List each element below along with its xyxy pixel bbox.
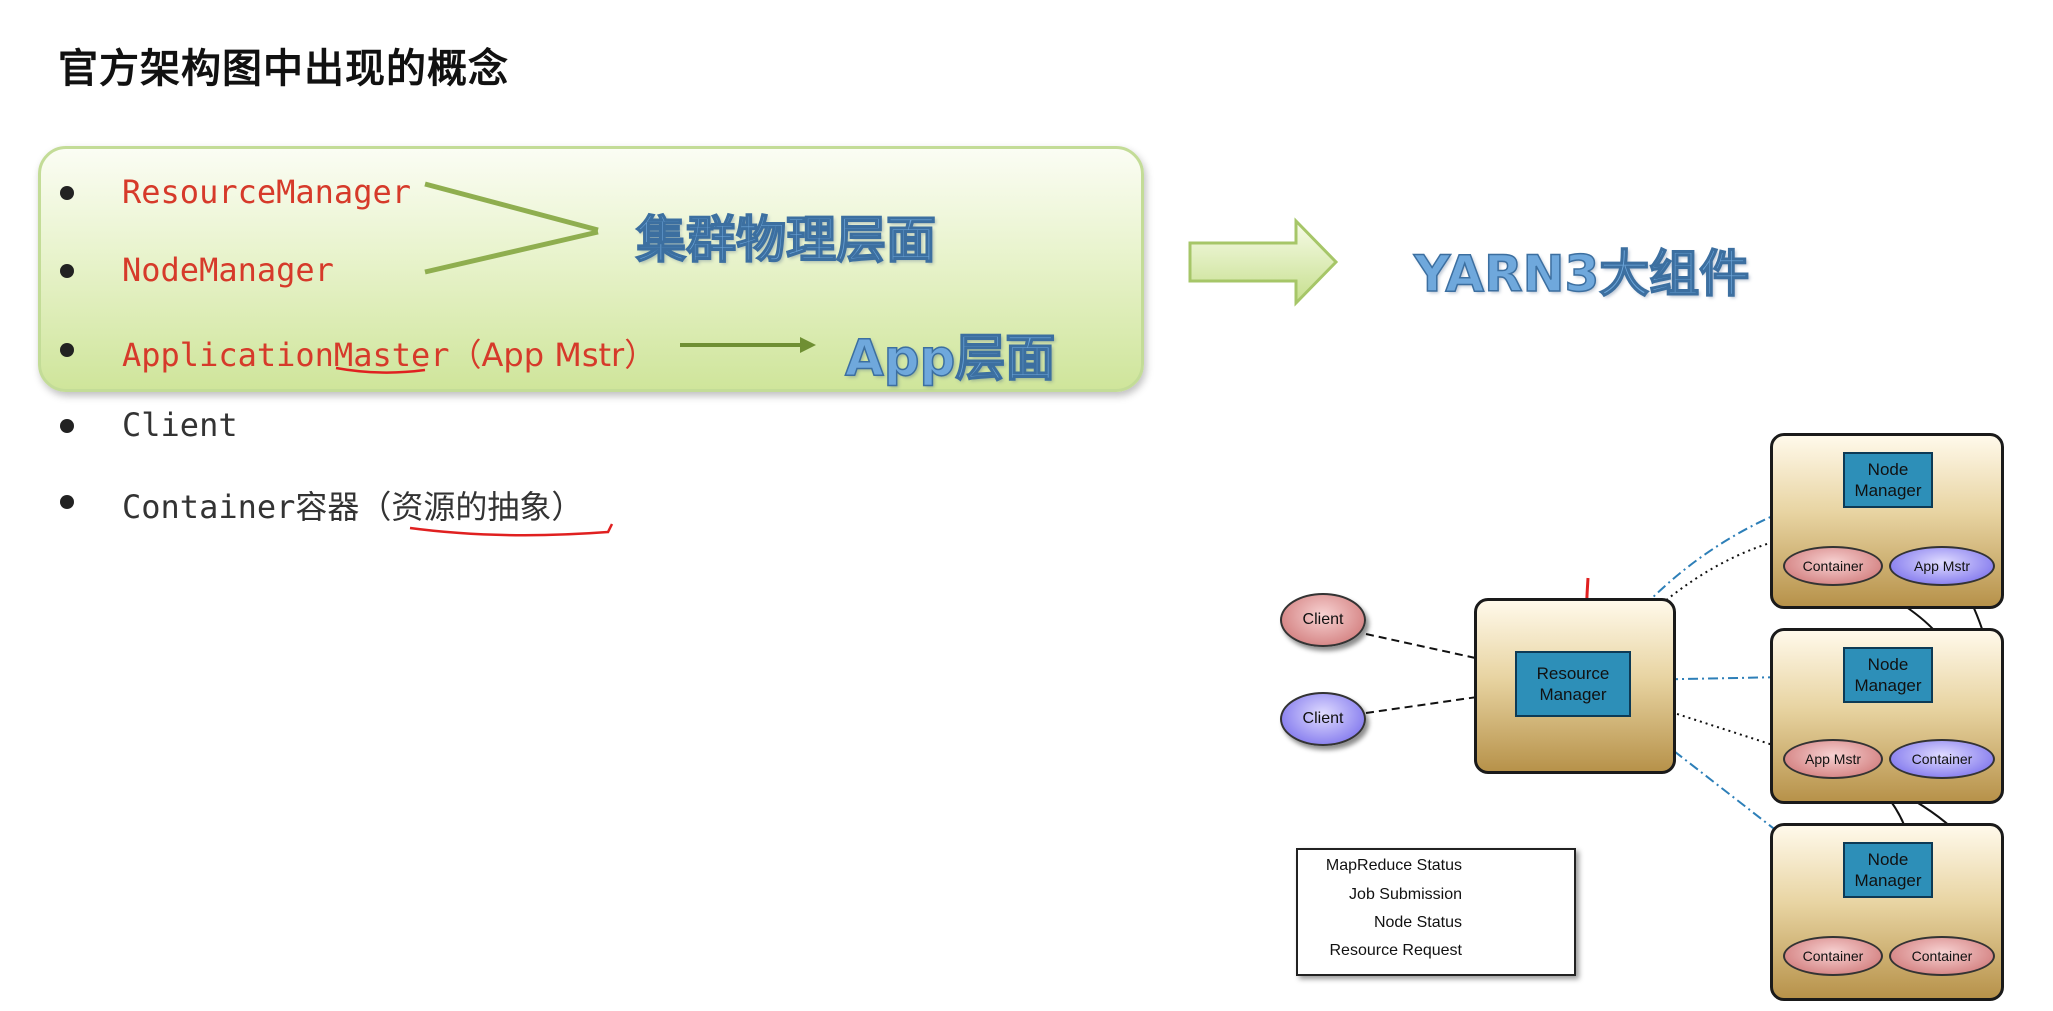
container-ellipse: Container bbox=[1783, 546, 1883, 586]
node-manager-box: Node Manager Container Container bbox=[1770, 823, 2004, 1001]
node-manager-inner: Node Manager bbox=[1843, 842, 1933, 898]
diagram-legend: MapReduce Status Job Submission Node Sta… bbox=[1296, 848, 1576, 976]
node-manager-label: Node Manager bbox=[1854, 460, 1922, 500]
concept-container: Container容器（资源的抽象） bbox=[122, 488, 584, 526]
concept-application-master: ApplicationMaster（App Mstr） bbox=[122, 336, 657, 374]
app-master-ellipse: App Mstr bbox=[1783, 739, 1883, 779]
bullet-dot bbox=[60, 264, 74, 278]
converge-arrow-line bbox=[424, 229, 599, 275]
red-underline-resource bbox=[409, 523, 614, 537]
node-manager-box: Node Manager App Mstr Container bbox=[1770, 628, 2004, 804]
legend-label: Job Submission bbox=[1349, 886, 1462, 903]
resource-manager-box: Resource Manager bbox=[1474, 598, 1676, 774]
node-manager-label: Node Manager bbox=[1854, 655, 1922, 695]
app-layer-label: App层面 bbox=[844, 328, 1056, 388]
app-arrow-head bbox=[800, 337, 816, 353]
container-ellipse: Container bbox=[1889, 739, 1995, 779]
node-manager-label: Node Manager bbox=[1854, 850, 1922, 890]
resource-request-line bbox=[1632, 696, 1777, 747]
container-ellipse: Container bbox=[1783, 936, 1883, 976]
client-ellipse: Client bbox=[1280, 692, 1366, 746]
bullet-dot bbox=[60, 343, 74, 357]
node-manager-inner: Node Manager bbox=[1843, 647, 1933, 703]
container-ellipse: Container bbox=[1889, 936, 1995, 976]
legend-label: Node Status bbox=[1373, 914, 1462, 931]
bullet-dot bbox=[60, 186, 74, 200]
bullet-dot bbox=[60, 495, 74, 509]
cluster-layer-label: 集群物理层面 bbox=[635, 210, 937, 270]
legend-label: Resource Request bbox=[1329, 942, 1462, 959]
concept-resource-manager: ResourceManager bbox=[122, 173, 411, 211]
yarn-components-label: YARN3大组件 bbox=[1413, 244, 1750, 304]
concept-client: Client bbox=[122, 406, 238, 444]
node-manager-inner: Node Manager bbox=[1843, 452, 1933, 508]
big-right-arrow bbox=[1188, 217, 1339, 307]
legend-label: MapReduce Status bbox=[1325, 857, 1462, 874]
converge-arrow-line bbox=[424, 181, 599, 233]
client-ellipse: Client bbox=[1280, 593, 1366, 647]
highlight-box bbox=[38, 146, 1144, 392]
bullet-dot bbox=[60, 419, 74, 433]
app-master-ellipse: App Mstr bbox=[1889, 546, 1995, 586]
concept-node-manager: NodeManager bbox=[122, 251, 334, 289]
resource-manager-inner: Resource Manager bbox=[1515, 651, 1631, 717]
node-manager-box: Node Manager Container App Mstr bbox=[1770, 433, 2004, 609]
resource-manager-label: Resource Manager bbox=[1536, 664, 1610, 704]
page-title: 官方架构图中出现的概念 bbox=[58, 46, 509, 92]
red-underline-master bbox=[335, 366, 426, 374]
